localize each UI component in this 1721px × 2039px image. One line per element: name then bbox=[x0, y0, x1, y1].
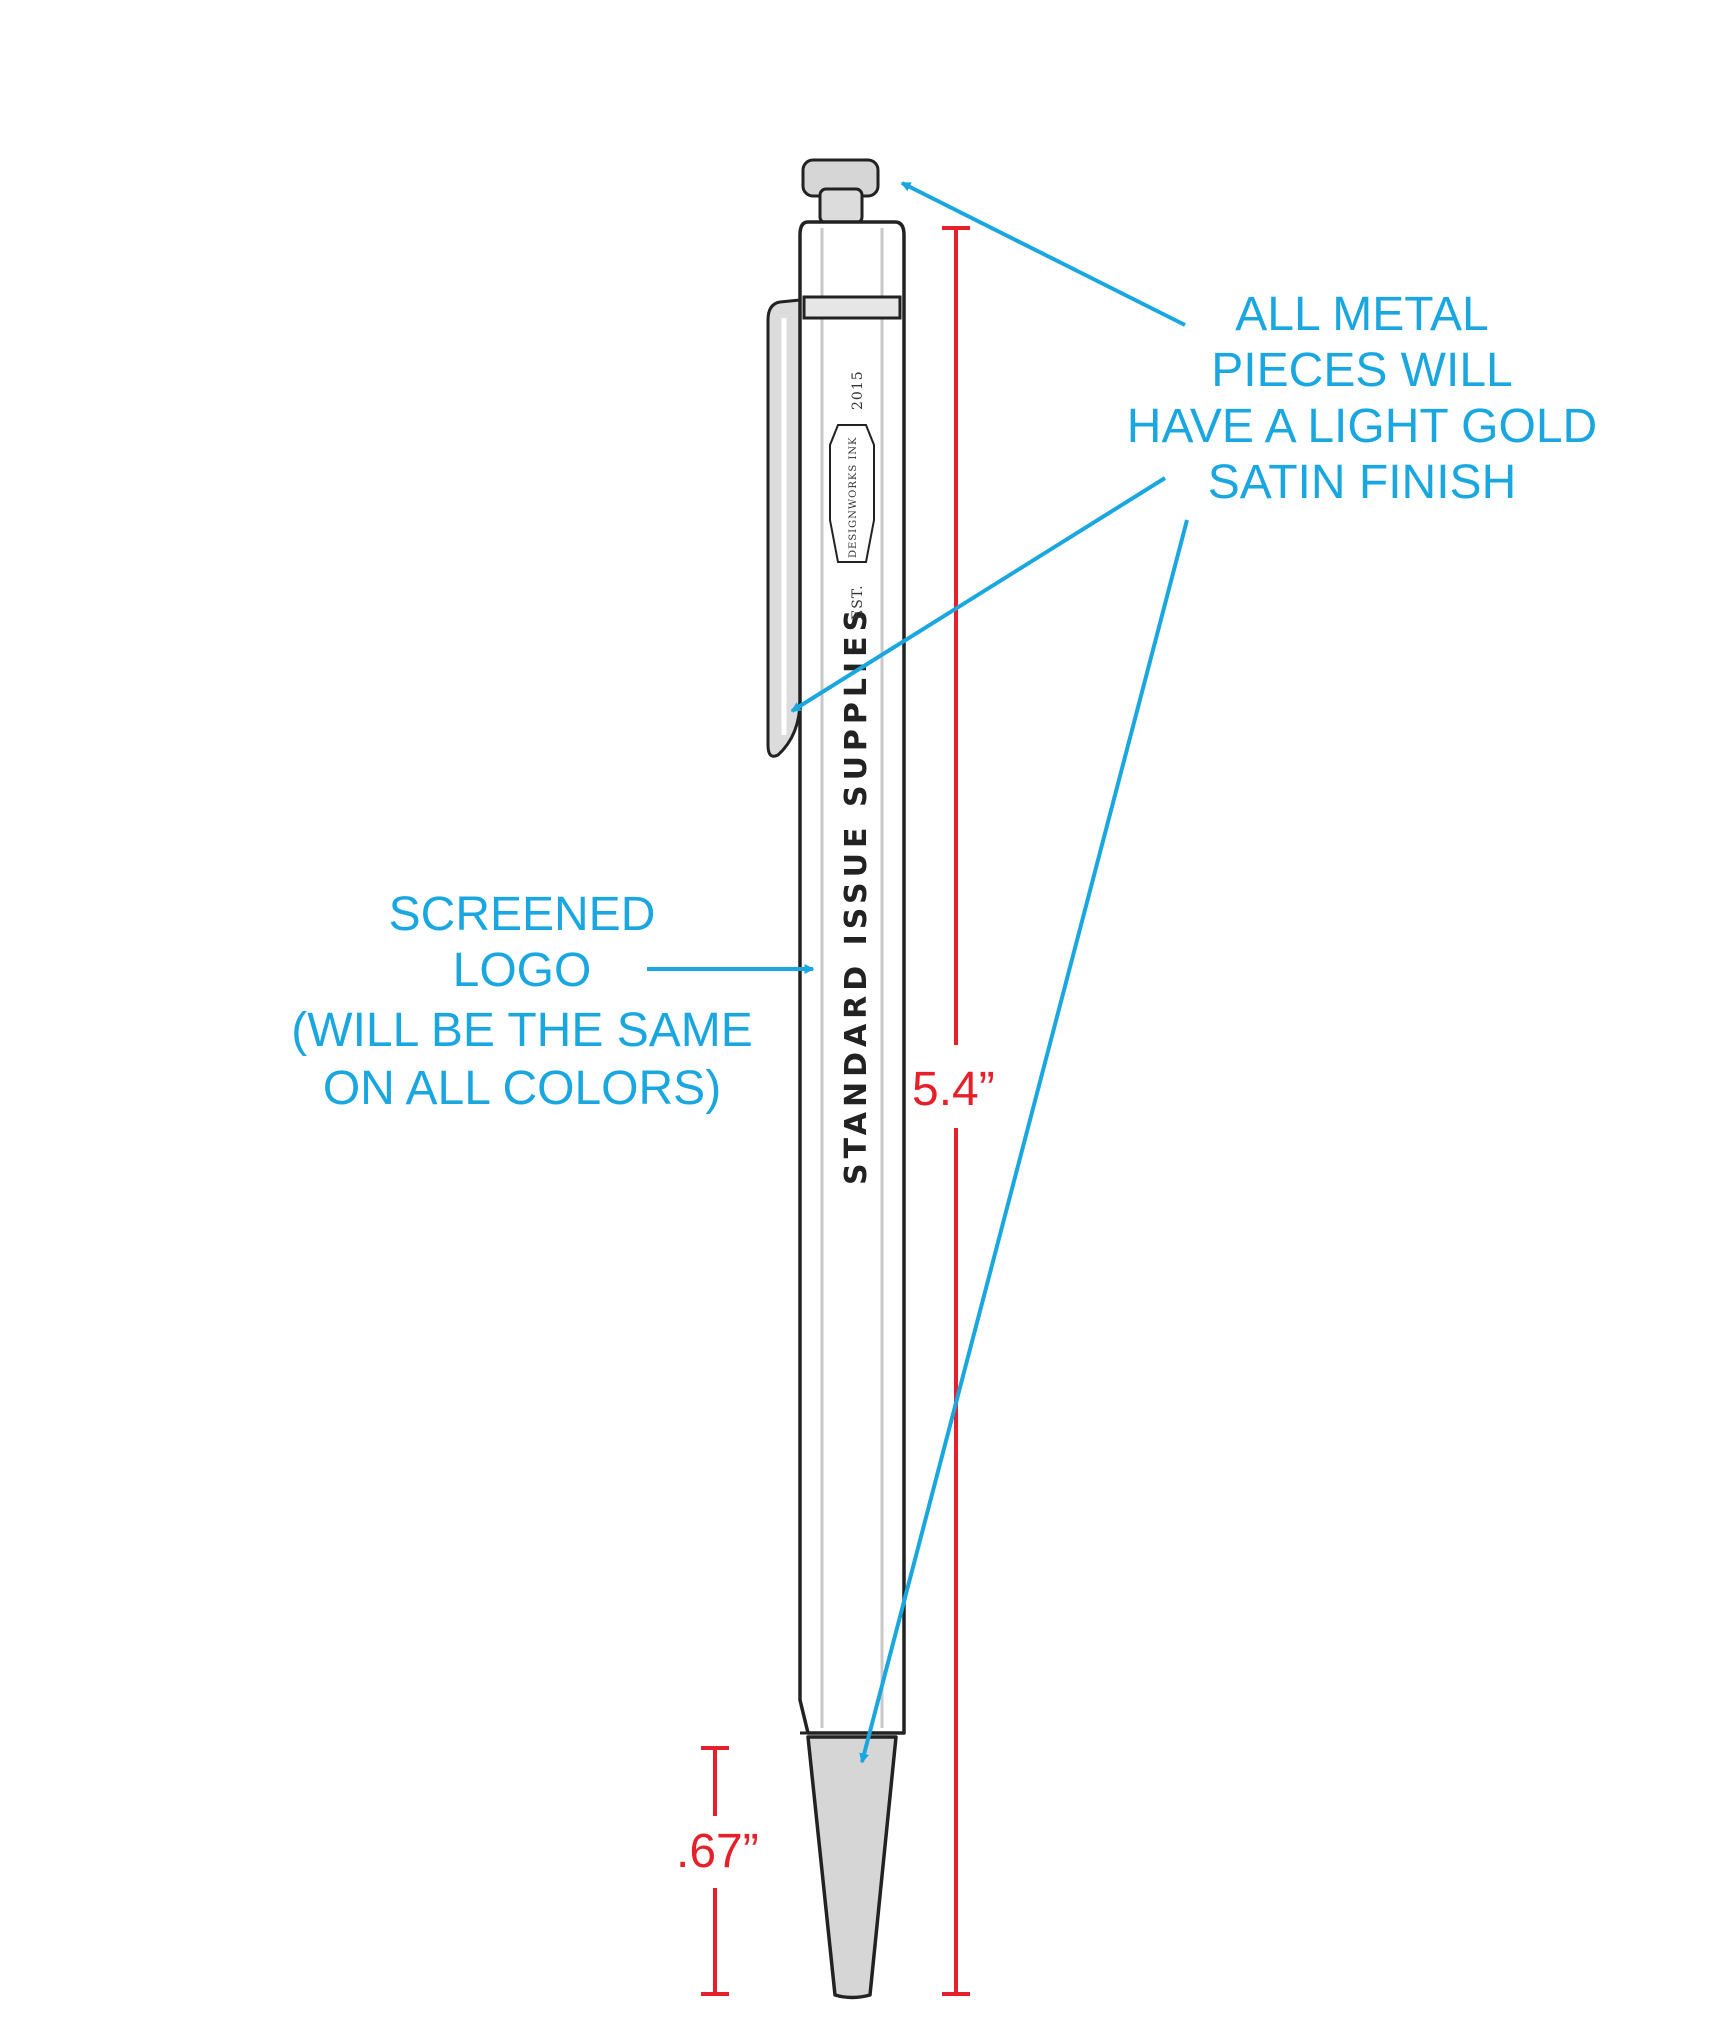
metal-callout-line-4: SATIN FINISH bbox=[1208, 456, 1516, 509]
logo-est-text: EST. bbox=[850, 584, 866, 620]
metal-callout-line-3: HAVE A LIGHT GOLD bbox=[1127, 400, 1597, 453]
pen-barrel bbox=[798, 220, 906, 1735]
arrow-to-plunger bbox=[900, 181, 1186, 327]
body-length-dimension: 5.4” bbox=[912, 226, 995, 1996]
logo-callout-line-1: SCREENED bbox=[389, 888, 656, 941]
metal-callout-line-1: ALL METAL bbox=[1235, 288, 1488, 341]
logo-year-text: 2015 bbox=[850, 370, 866, 410]
maker-logo: EST. DESIGNWORKS INK 2015 bbox=[829, 370, 875, 620]
logo-callout-line-3: (WILL BE THE SAME bbox=[291, 1004, 752, 1057]
screened-logo-callout: SCREENED LOGO (WILL BE THE SAME ON ALL C… bbox=[291, 888, 815, 1115]
pen-illustration: STANDARD ISSUE SUPPLIES EST. DESIGNWORKS… bbox=[766, 158, 906, 2000]
barrel-brand-text: STANDARD ISSUE SUPPLIES bbox=[839, 605, 874, 1185]
tip-length-dimension: .67” bbox=[676, 1746, 759, 1996]
logo-callout-line-2: LOGO bbox=[453, 944, 592, 997]
arrow-to-tip bbox=[859, 519, 1189, 1764]
plunger-button bbox=[801, 158, 880, 225]
logo-maker-text: DESIGNWORKS INK bbox=[848, 436, 859, 558]
pen-tip bbox=[806, 1735, 898, 2000]
metal-finish-callout: ALL METAL PIECES WILL HAVE A LIGHT GOLD … bbox=[790, 181, 1597, 1764]
metal-callout-line-2: PIECES WILL bbox=[1211, 344, 1512, 397]
logo-callout-line-4: ON ALL COLORS) bbox=[323, 1062, 721, 1115]
body-length-label: 5.4” bbox=[912, 1063, 995, 1116]
tip-length-label: .67” bbox=[676, 1825, 759, 1878]
pen-clip bbox=[766, 298, 802, 758]
arrow-to-clip bbox=[790, 476, 1167, 713]
